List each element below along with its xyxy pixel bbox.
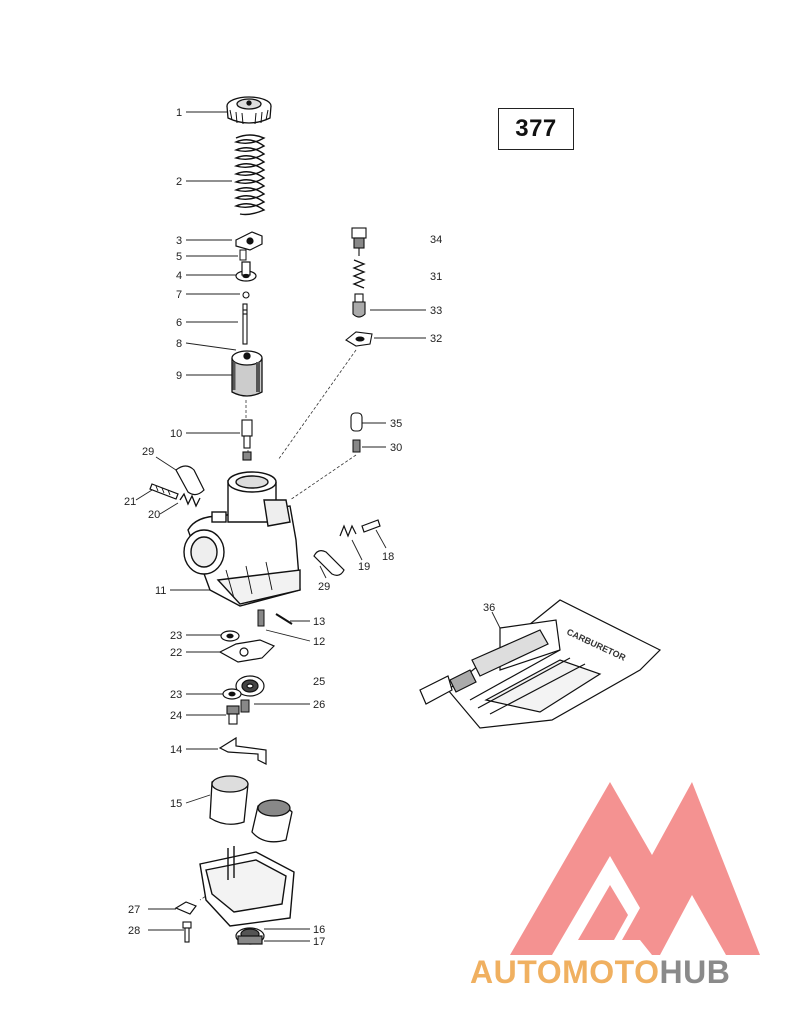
- callout-23-bottom: 23: [170, 689, 182, 701]
- logo-wordmark: AUTOMOTOHUB: [470, 954, 730, 991]
- callout-7: 7: [176, 289, 182, 301]
- callout-19: 19: [358, 561, 370, 573]
- callout-14: 14: [170, 744, 182, 756]
- part-hose-side: [313, 550, 345, 576]
- part-main-jet-holder: [235, 675, 265, 697]
- part-idle-screw: [149, 483, 179, 500]
- part-hose-top: [175, 465, 205, 496]
- callout-34: 34: [430, 234, 442, 246]
- logo-part-moto: MOTO: [562, 954, 660, 990]
- part-washer-bottom: [222, 688, 242, 700]
- part-washer-top: [220, 630, 240, 642]
- part-cap: [226, 96, 272, 125]
- logo-triangle-icon: [510, 782, 760, 955]
- callout-3: 3: [176, 235, 182, 247]
- part-adjuster-screw: [351, 227, 367, 256]
- callout-5: 5: [176, 251, 182, 263]
- callout-29-side: 29: [318, 581, 330, 593]
- callout-1: 1: [176, 107, 182, 119]
- callout-labels: 1 2 3 5 4 7 6 8 9 10 29 21 20 11 23 22 2…: [124, 107, 495, 948]
- part-air-screw: [339, 519, 381, 538]
- callout-9: 9: [176, 370, 182, 382]
- part-retainer: [235, 261, 257, 282]
- leader-lines: [135, 111, 501, 942]
- logo-part-hub: HUB: [659, 954, 731, 990]
- part-jet-needle: [242, 303, 248, 345]
- part-baffle-plate: [218, 639, 276, 663]
- part-bracket: [174, 901, 197, 915]
- callout-26: 26: [313, 699, 325, 711]
- callout-6: 6: [176, 317, 182, 329]
- callout-31: 31: [430, 271, 442, 283]
- part-main-jet: [226, 705, 240, 725]
- callout-17: 17: [313, 936, 325, 948]
- part-rubber-cap: [350, 412, 363, 432]
- callout-24: 24: [170, 710, 182, 722]
- part-drain-plug: [235, 927, 265, 945]
- callout-12: 12: [313, 636, 325, 648]
- callout-36: 36: [483, 602, 495, 614]
- callout-30: 30: [390, 442, 402, 454]
- callout-8: 8: [176, 338, 182, 350]
- callout-35: 35: [390, 418, 402, 430]
- callout-4: 4: [176, 270, 182, 282]
- callout-22: 22: [170, 647, 182, 659]
- callout-28: 28: [128, 925, 140, 937]
- part-idle-spring: [179, 492, 201, 508]
- callout-25: 25: [313, 676, 325, 688]
- part-small-pin: [239, 249, 247, 261]
- part-small-spring: [352, 259, 366, 289]
- part-float-bowl: [199, 846, 295, 927]
- part-e-clip: [242, 291, 250, 299]
- part-float-arm: [218, 736, 267, 765]
- callout-10: 10: [170, 428, 182, 440]
- part-pilot-jet: [240, 699, 250, 713]
- callout-11: 11: [155, 585, 166, 597]
- part-pilot-jet-small: [352, 439, 361, 453]
- part-needle-clip-plate: [235, 231, 263, 251]
- part-pin-13: [275, 613, 293, 625]
- page-number-box: 377: [498, 108, 574, 150]
- callout-21: 21: [124, 496, 136, 508]
- callout-23-top: 23: [170, 630, 182, 642]
- callout-16: 16: [313, 924, 325, 936]
- callout-15: 15: [170, 798, 182, 810]
- callout-29-top: 29: [142, 446, 154, 458]
- callout-20: 20: [148, 509, 160, 521]
- callout-32: 32: [430, 333, 442, 345]
- part-needle-jet: [241, 419, 253, 461]
- page-number: 377: [515, 115, 557, 142]
- part-screw-28: [182, 921, 192, 943]
- part-jet-12: [257, 609, 265, 627]
- part-tool-kit: [419, 599, 662, 729]
- callout-33: 33: [430, 305, 442, 317]
- part-plunger: [352, 293, 366, 318]
- callout-27: 27: [128, 904, 140, 916]
- callout-13: 13: [313, 616, 325, 628]
- callout-18: 18: [382, 551, 394, 563]
- part-carburetor-body: [183, 471, 301, 607]
- part-spring: [233, 134, 266, 216]
- part-gasket: [345, 331, 373, 347]
- logo-part-auto: AUTO: [470, 954, 563, 990]
- part-floats: [209, 775, 293, 843]
- part-throttle-valve: [231, 350, 263, 397]
- callout-2: 2: [176, 176, 182, 188]
